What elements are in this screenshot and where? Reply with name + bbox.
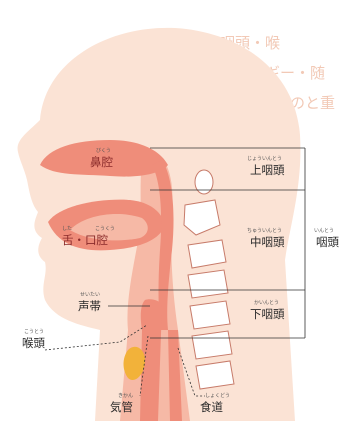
vertebra-c4 xyxy=(188,270,228,298)
pharynx-label: 咽頭 xyxy=(316,235,339,249)
mesopharynx-ruby: ちゅういんとう xyxy=(247,228,282,234)
epipharynx-ruby: じょういんとう xyxy=(247,156,282,162)
larynx-ruby: こうとう xyxy=(24,329,44,335)
nasal-cavity-label: 鼻腔 xyxy=(90,155,113,169)
nasal-cavity-ruby: びくう xyxy=(96,147,111,154)
tongue-oral-label: 舌・口腔 xyxy=(62,233,108,247)
vertebra-c6 xyxy=(192,331,232,359)
vocal-cords-ruby: せいたい xyxy=(80,292,100,298)
vocal-cords-label: 声帯 xyxy=(78,299,101,313)
larynx-label: 喉頭 xyxy=(22,336,45,350)
mesopharynx-label: 中咽頭 xyxy=(250,235,285,249)
trachea-label: 気管 xyxy=(110,400,133,414)
hypopharynx-ruby: かいんとう xyxy=(254,299,279,306)
hypopharynx-label: 下咽頭 xyxy=(250,307,285,321)
tongue-ruby-1: した xyxy=(62,226,72,232)
tongue-ruby-2: こうくう xyxy=(95,226,115,232)
epipharynx-label: 上咽頭 xyxy=(250,163,285,177)
vertebra-c7 xyxy=(196,361,234,389)
esophagus-ruby: しょくどう xyxy=(205,392,230,399)
esophagus-label: 食道 xyxy=(200,400,223,414)
trachea-ruby: きかん xyxy=(118,392,133,399)
vertebra-c5 xyxy=(190,301,230,329)
pharynx-ruby: いんとう xyxy=(314,228,334,234)
